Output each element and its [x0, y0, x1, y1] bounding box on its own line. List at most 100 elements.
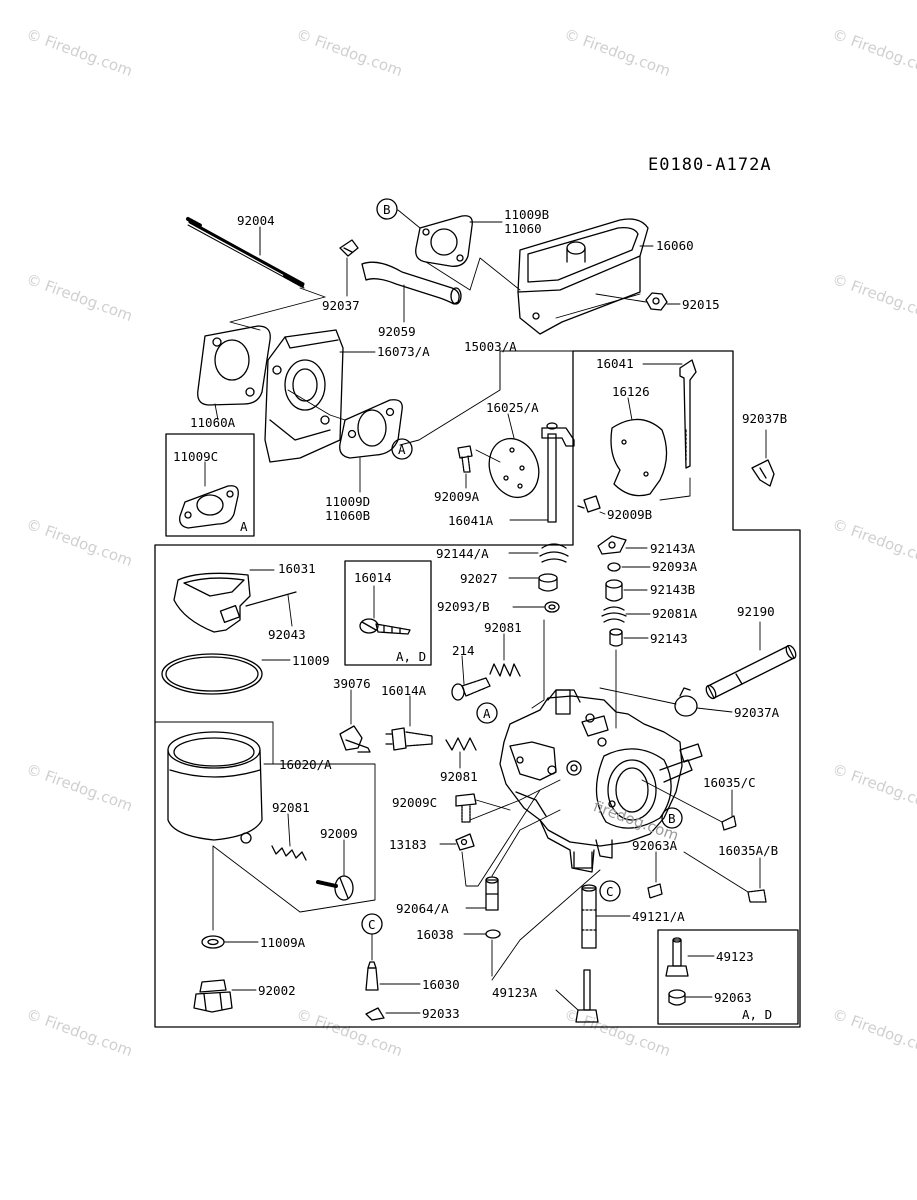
- inset-box-16014: [344, 560, 432, 666]
- part-label-92009a[interactable]: 92009A: [434, 489, 480, 504]
- gasket-11009d: [339, 399, 403, 459]
- part-label-16035ab[interactable]: 16035A/B: [718, 843, 779, 858]
- jet-49123a: [575, 969, 599, 1023]
- part-label-11009c[interactable]: 11009C: [173, 449, 219, 464]
- part-label-92059[interactable]: 92059: [378, 324, 416, 339]
- part-label-11009b[interactable]: 11009B: [504, 207, 550, 222]
- part-label-92143b[interactable]: 92143B: [650, 582, 696, 597]
- part-label-92081-left[interactable]: 92081: [272, 800, 310, 815]
- nut-92015: [645, 292, 668, 311]
- part-label-16038[interactable]: 16038: [416, 927, 454, 942]
- part-label-92002[interactable]: 92002: [258, 983, 296, 998]
- callout-c: C: [368, 917, 376, 932]
- part-label-15003a[interactable]: 15003/A: [464, 339, 517, 354]
- clip-92037b: [751, 459, 775, 487]
- part-label-16035c[interactable]: 16035/C: [703, 775, 756, 790]
- float-bowl-16020a: [167, 731, 263, 844]
- part-label-16041[interactable]: 16041: [596, 356, 634, 371]
- part-label-92037b[interactable]: 92037B: [742, 411, 788, 426]
- part-label-16126[interactable]: 16126: [612, 384, 650, 399]
- gasket-11009c: [179, 485, 239, 529]
- plate-13183: [455, 833, 475, 851]
- screw-16035c: [721, 815, 737, 831]
- cover-16060: [517, 218, 649, 335]
- callout-b: B: [668, 811, 676, 826]
- plug-92063a: [647, 883, 663, 899]
- part-label-16060[interactable]: 16060: [656, 238, 694, 253]
- part-label-92009[interactable]: 92009: [320, 826, 358, 841]
- gasket-11009b: [415, 215, 473, 267]
- part-label-11060b[interactable]: 11060B: [325, 508, 371, 523]
- oring-11009: [161, 653, 263, 695]
- stud-92004: [186, 217, 305, 289]
- part-label-92143a[interactable]: 92143A: [650, 541, 696, 556]
- part-label-92027[interactable]: 92027: [460, 571, 498, 586]
- part-label-92043[interactable]: 92043: [268, 627, 306, 642]
- collar-92027: [538, 573, 558, 583]
- spring-92081-left: [271, 845, 307, 861]
- part-label-11009[interactable]: 11009: [292, 653, 330, 668]
- hose-92059: [361, 261, 462, 305]
- throttle-plate-16025a: [488, 437, 540, 499]
- plate-92143a: [597, 535, 627, 555]
- part-label-214[interactable]: 214: [452, 643, 475, 658]
- jet-49123: [665, 937, 689, 977]
- clamp-92037a: [674, 695, 698, 717]
- part-label-92093b[interactable]: 92093/B: [437, 599, 490, 614]
- part-label-92081-mid[interactable]: 92081: [440, 769, 478, 784]
- washer-92093a: [607, 562, 621, 572]
- screw-16014: [359, 618, 411, 635]
- part-label-11060[interactable]: 11060: [504, 221, 542, 236]
- part-label-16025a[interactable]: 16025/A: [486, 400, 539, 415]
- bolt-92002: [193, 979, 233, 1013]
- oring-16038: [485, 929, 501, 939]
- screw-92009c: [455, 793, 477, 823]
- part-label-92009b[interactable]: 92009B: [607, 507, 653, 522]
- part-label-16073a[interactable]: 16073/A: [377, 344, 430, 359]
- spring-92081a: [601, 606, 627, 623]
- part-label-16014a[interactable]: 16014A: [381, 683, 427, 698]
- part-label-92081-top[interactable]: 92081: [484, 620, 522, 635]
- part-label-49121a[interactable]: 49121/A: [632, 909, 685, 924]
- part-label-92009c[interactable]: 92009C: [392, 795, 438, 810]
- box-note-ad: A, D: [742, 1007, 773, 1022]
- nozzle-92064a: [485, 876, 499, 911]
- part-label-92033[interactable]: 92033: [422, 1006, 460, 1021]
- box-note-a: A: [240, 519, 248, 534]
- part-label-49123a[interactable]: 49123A: [492, 985, 538, 1000]
- part-label-49123[interactable]: 49123: [716, 949, 754, 964]
- part-label-92064a[interactable]: 92064/A: [396, 901, 449, 916]
- part-label-16041a[interactable]: 16041A: [448, 513, 494, 528]
- part-label-11009d[interactable]: 11009D: [325, 494, 371, 509]
- part-label-16014[interactable]: 16014: [354, 570, 392, 585]
- insulator-16073a: [264, 329, 344, 463]
- part-label-92037[interactable]: 92037: [322, 298, 360, 313]
- pilot-screw-16014a: [385, 727, 433, 751]
- plug-92063: [668, 989, 686, 1006]
- part-label-39076[interactable]: 39076: [333, 676, 371, 691]
- part-label-11009a[interactable]: 11009A: [260, 935, 306, 950]
- part-label-92190[interactable]: 92190: [737, 604, 775, 619]
- screw-214: [451, 677, 491, 701]
- inset-box-11009c: [165, 433, 255, 537]
- screw-92009b: [577, 495, 601, 513]
- part-label-92081a[interactable]: 92081A: [652, 606, 698, 621]
- gasket-11060a: [197, 325, 271, 406]
- part-label-16031[interactable]: 16031: [278, 561, 316, 576]
- part-label-16020a[interactable]: 16020/A: [279, 757, 332, 772]
- choke-plate-16126: [610, 418, 668, 497]
- collar-92143b: [605, 583, 623, 602]
- part-label-92004[interactable]: 92004: [237, 213, 275, 228]
- part-label-92143[interactable]: 92143: [650, 631, 688, 646]
- part-label-92144a[interactable]: 92144/A: [436, 546, 489, 561]
- part-label-11060a[interactable]: 11060A: [190, 415, 236, 430]
- part-label-92037a[interactable]: 92037A: [734, 705, 780, 720]
- part-label-92063[interactable]: 92063: [714, 990, 752, 1005]
- part-label-13183[interactable]: 13183: [389, 837, 427, 852]
- part-label-92093a[interactable]: 92093A: [652, 559, 698, 574]
- part-label-16030[interactable]: 16030: [422, 977, 460, 992]
- clamp-92037: [339, 239, 359, 257]
- bracket-16031: [173, 572, 251, 633]
- part-label-92015[interactable]: 92015: [682, 297, 720, 312]
- part-label-92063a[interactable]: 92063A: [632, 838, 678, 853]
